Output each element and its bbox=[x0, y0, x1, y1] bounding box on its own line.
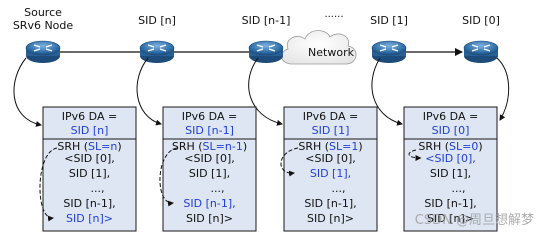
flow-arrow bbox=[136, 57, 162, 126]
segment-list-item: <SID [0], bbox=[425, 152, 476, 165]
ipv6-da-label: IPv6 DA = bbox=[182, 110, 237, 123]
sid-label-1: SID [1] bbox=[370, 14, 408, 27]
watermark: CSDN @周旦想解梦 bbox=[415, 212, 534, 228]
srh-suffix: ) bbox=[243, 140, 247, 153]
flow-arrow bbox=[248, 57, 283, 126]
segment-list-item: ..., bbox=[91, 182, 105, 195]
packet-box-frame bbox=[42, 106, 137, 232]
segment-list-item: SID [n-1], bbox=[304, 197, 356, 210]
segments-left: SL=0 bbox=[449, 140, 478, 153]
segments-left: SL=n-1 bbox=[203, 140, 243, 153]
segments-left-pointer bbox=[408, 149, 422, 161]
segment-list-item: <SID [0], bbox=[184, 152, 235, 165]
segment-list-item: ..., bbox=[452, 182, 466, 195]
flow-arrow bbox=[496, 57, 510, 121]
ipv6-da-label: IPv6 DA = bbox=[423, 110, 478, 123]
segments-left-pointer bbox=[39, 147, 58, 222]
sid-label-0: SID [0] bbox=[462, 14, 500, 27]
segments-left: SL=1 bbox=[329, 140, 358, 153]
sid-label-n-1: SID [n-1] bbox=[242, 14, 291, 27]
segment-list-item: SID [1], bbox=[189, 167, 230, 180]
packet-box: IPv6 DA =SID [1] SRH (SL=1)<SID [0], SID [… bbox=[280, 106, 378, 232]
segments-left: SL=n bbox=[88, 140, 117, 153]
srh-suffix: ) bbox=[117, 140, 121, 153]
packet-box-frame bbox=[283, 106, 378, 232]
segment-list-item: <SID [0], bbox=[305, 152, 356, 165]
ipv6-da-label: IPv6 DA = bbox=[62, 110, 117, 123]
srh-header: SRH (SL=0) bbox=[418, 140, 482, 153]
router-icon bbox=[139, 40, 175, 64]
packet-box: IPv6 DA =SID [n] SRH (SL=n)<SID [0], SID [… bbox=[39, 106, 137, 232]
router-icon bbox=[371, 40, 407, 64]
srh-header: SRH (SL=1) bbox=[298, 140, 362, 153]
cloud-label: Network bbox=[308, 46, 355, 59]
ipv6-da-value: SID [n-1] bbox=[185, 124, 234, 137]
srh-header: SRH (SL=n-1) bbox=[172, 140, 247, 153]
segment-list-item: <SID [0], bbox=[64, 152, 115, 165]
srh-prefix: SRH ( bbox=[418, 140, 449, 153]
segment-list-item: SID [1], bbox=[430, 167, 471, 180]
segment-list-item: SID [n-1], bbox=[183, 197, 235, 210]
srh-prefix: SRH ( bbox=[298, 140, 329, 153]
packet-box-frame bbox=[403, 106, 498, 232]
flow-arrow bbox=[371, 57, 403, 126]
ipv6-da-value: SID [0] bbox=[432, 124, 470, 137]
router-icon bbox=[248, 40, 284, 64]
flow-arrow bbox=[13, 57, 42, 127]
ellipsis-label: ...... bbox=[324, 9, 343, 20]
segment-list-item: SID [n]> bbox=[66, 212, 113, 225]
segments-left-pointer bbox=[280, 147, 299, 177]
cloud-icon bbox=[281, 30, 357, 65]
packet-box: IPv6 DA =SID [0] SRH (SL=0)<SID [0], SID [… bbox=[403, 106, 498, 232]
segment-list-item: SID [1], bbox=[310, 167, 351, 180]
srh-suffix: ) bbox=[358, 140, 362, 153]
ipv6-da-label: IPv6 DA = bbox=[303, 110, 358, 123]
ipv6-da-value: SID [1] bbox=[312, 124, 350, 137]
srh-header: SRH (SL=n) bbox=[57, 140, 121, 153]
ipv6-da-value: SID [n] bbox=[71, 124, 109, 137]
segment-list-item: SID [n]> bbox=[186, 212, 233, 225]
segment-list-item: SID [1], bbox=[69, 167, 110, 180]
srh-prefix: SRH ( bbox=[172, 140, 203, 153]
router-icon bbox=[463, 40, 499, 64]
segments-left-pointer bbox=[159, 147, 178, 207]
srh-suffix: ) bbox=[478, 140, 482, 153]
packet-box: IPv6 DA =SID [n-1]SRH (SL=n-1)<SID [0],S… bbox=[159, 106, 257, 232]
router-icon bbox=[25, 40, 61, 64]
segment-list-item: SID [n-1], bbox=[63, 197, 115, 210]
srh-prefix: SRH ( bbox=[57, 140, 88, 153]
source-label-line2: SRv6 Node bbox=[13, 19, 74, 32]
segment-list-item: SID [n]> bbox=[427, 212, 474, 225]
source-label-line1: Source bbox=[24, 6, 62, 19]
segment-list-item: SID [n]> bbox=[307, 212, 354, 225]
segment-list-item: SID [n-1], bbox=[424, 197, 476, 210]
segment-list-item: ..., bbox=[211, 182, 225, 195]
segment-list-item: ..., bbox=[332, 182, 346, 195]
sid-label-n: SID [n] bbox=[138, 14, 176, 27]
packet-box-frame bbox=[162, 106, 257, 232]
